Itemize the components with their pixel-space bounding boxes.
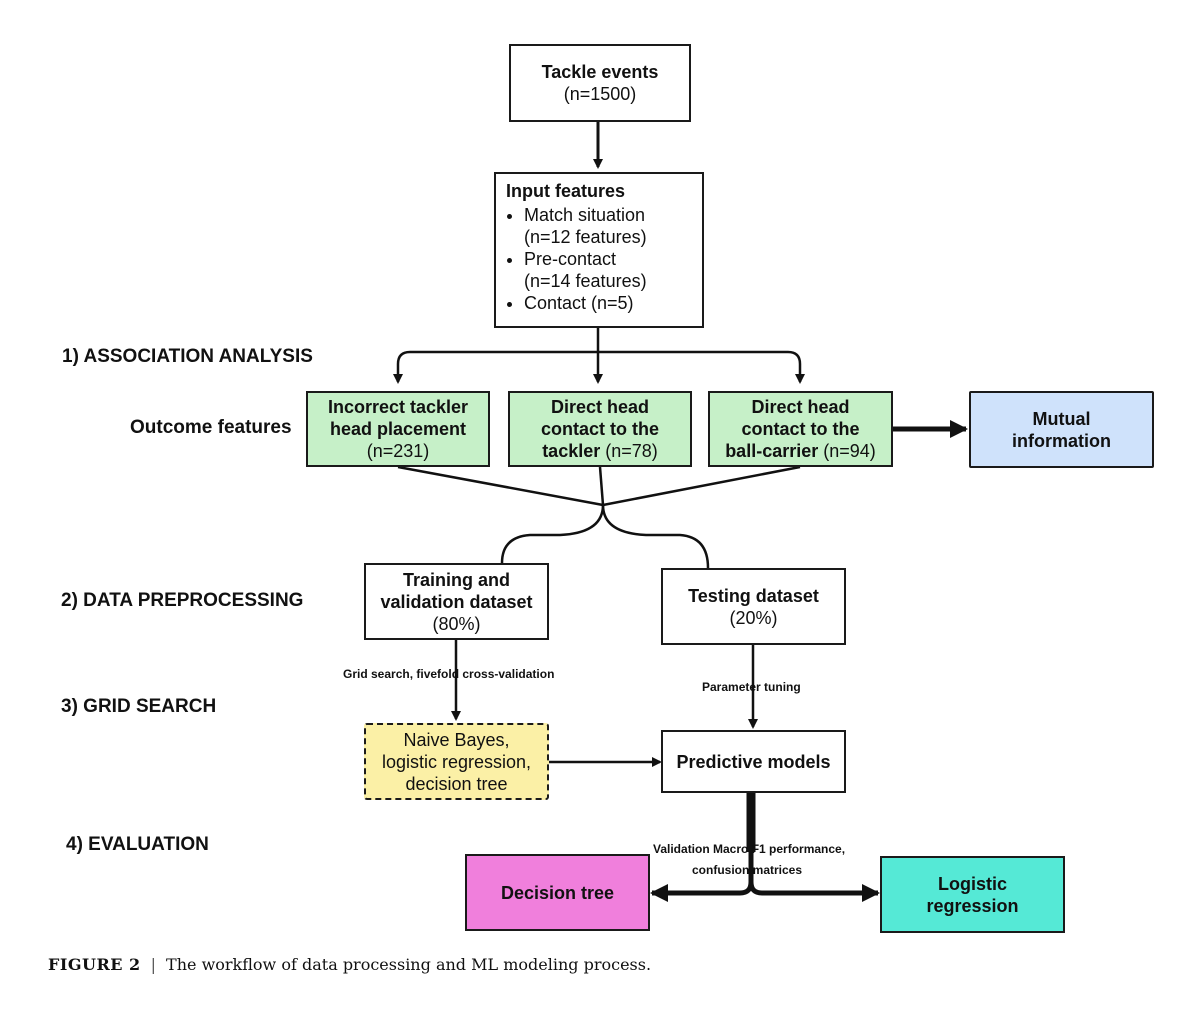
feature-item: Pre-contact (n=14 features) bbox=[524, 248, 647, 292]
logistic-regression-box: Logistic regression bbox=[880, 856, 1065, 933]
figure-caption: FIGURE 2 | The workflow of data processing… bbox=[48, 955, 651, 974]
training-validation-box: Training and validation dataset (80%) bbox=[364, 563, 549, 640]
edge-label-evaluation-2: confusion matrices bbox=[692, 863, 803, 877]
stage-evaluation: 4) EVALUATION bbox=[66, 834, 209, 855]
outcome-label: tackler bbox=[542, 441, 601, 461]
logistic-regression-label: Logistic bbox=[937, 873, 1007, 894]
outcome-label: Direct head bbox=[751, 397, 850, 417]
outcome-label: contact to the bbox=[540, 419, 659, 439]
predictive-label: Predictive models bbox=[676, 751, 831, 772]
outcome-count: (n=231) bbox=[366, 441, 430, 461]
feature-item: Match situation (n=12 features) bbox=[524, 204, 647, 248]
feature-label: Contact (n=5) bbox=[524, 293, 634, 313]
outcome-features-label: Outcome features bbox=[130, 417, 292, 438]
stage-grid-search: 3) GRID SEARCH bbox=[61, 696, 217, 717]
figure-number: FIGURE 2 bbox=[48, 955, 141, 974]
mutual-label: information bbox=[1012, 430, 1111, 451]
input-features-title: Input features bbox=[506, 181, 626, 201]
connector-merge-1 bbox=[397, 465, 604, 507]
edge-label-grid-search: Grid search, fivefold cross-validation bbox=[343, 667, 555, 681]
outcome-label: Direct head bbox=[550, 397, 650, 417]
caption-separator: | bbox=[150, 955, 157, 974]
outcome-label: Incorrect tackler bbox=[327, 397, 469, 417]
caption-text: The workflow of data processing and ML m… bbox=[166, 955, 652, 974]
training-percent: (80%) bbox=[432, 613, 481, 634]
connector-split-left bbox=[500, 504, 605, 564]
feature-label: Pre-contact bbox=[524, 249, 617, 269]
logistic-regression-label: regression bbox=[926, 895, 1019, 916]
training-label: Training and bbox=[402, 569, 510, 590]
predictive-models-box: Predictive models bbox=[661, 730, 846, 793]
model-name: decision tree bbox=[405, 773, 508, 794]
outcome-head-contact-ball-carrier-box: Direct head contact to the ball-carrier … bbox=[708, 391, 893, 467]
tackle-events-box: Tackle events (n=1500) bbox=[509, 44, 691, 122]
training-label: validation dataset bbox=[380, 591, 533, 612]
edge-label-evaluation-1: Validation Macro F1 performance, bbox=[653, 842, 846, 856]
connector-merge-2 bbox=[598, 466, 605, 506]
outcome-label: head placement bbox=[329, 419, 467, 439]
outcome-label: contact to the bbox=[741, 419, 860, 439]
connector-split-right bbox=[601, 504, 710, 569]
stage-data-preprocessing: 2) DATA PREPROCESSING bbox=[61, 590, 304, 611]
arrow-to-logistic-regression bbox=[748, 881, 880, 902]
feature-count: (n=14 features) bbox=[524, 271, 647, 291]
testing-dataset-box: Testing dataset (20%) bbox=[661, 568, 846, 645]
input-features-box: Input features Match situation (n=12 fea… bbox=[494, 172, 704, 328]
feature-count: (n=12 features) bbox=[524, 227, 647, 247]
connector-branch-left bbox=[393, 350, 598, 384]
stage-association-analysis: 1) ASSOCIATION ANALYSIS bbox=[62, 346, 313, 367]
outcome-head-contact-tackler-box: Direct head contact to the tackler (n=78… bbox=[508, 391, 692, 467]
feature-label: Match situation bbox=[524, 205, 646, 225]
connector-merge-3 bbox=[602, 465, 801, 507]
mutual-information-box: Mutual information bbox=[969, 391, 1154, 468]
tackle-events-title: Tackle events bbox=[541, 62, 659, 82]
model-name: logistic regression, bbox=[381, 751, 532, 772]
connector-branch-right bbox=[598, 350, 805, 384]
outcome-label: ball-carrier bbox=[725, 441, 819, 461]
mutual-label: Mutual bbox=[1032, 408, 1091, 429]
testing-percent: (20%) bbox=[729, 607, 778, 628]
tackle-events-count: (n=1500) bbox=[563, 84, 637, 104]
candidate-models-box: Naive Bayes, logistic regression, decisi… bbox=[364, 723, 549, 800]
outcome-incorrect-head-placement-box: Incorrect tackler head placement (n=231) bbox=[306, 391, 490, 467]
input-features-list: Match situation (n=12 features) Pre-cont… bbox=[506, 204, 647, 314]
testing-label: Testing dataset bbox=[688, 585, 819, 606]
decision-tree-box: Decision tree bbox=[465, 854, 650, 931]
edge-label-parameter-tuning: Parameter tuning bbox=[702, 680, 801, 694]
outcome-count: (n=78) bbox=[605, 441, 658, 461]
model-name: Naive Bayes, bbox=[403, 729, 510, 750]
outcome-count: (n=94) bbox=[823, 441, 876, 461]
decision-tree-label: Decision tree bbox=[500, 882, 615, 903]
feature-item: Contact (n=5) bbox=[524, 292, 647, 314]
